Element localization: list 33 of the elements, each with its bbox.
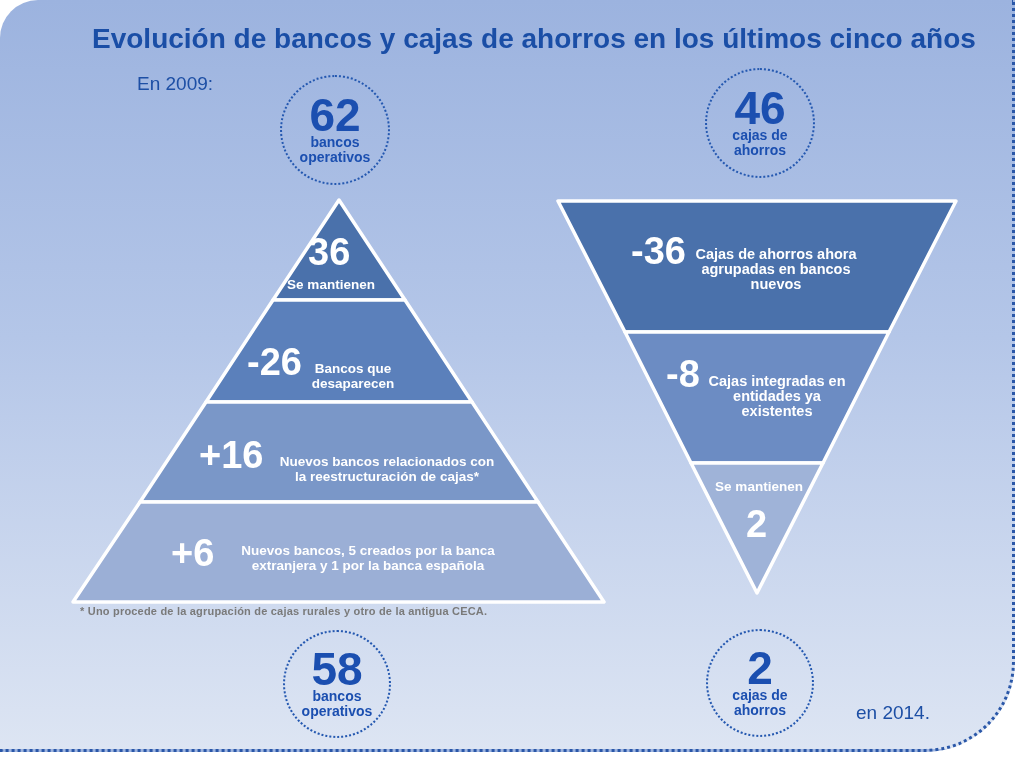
stat-number: +6 bbox=[171, 533, 215, 573]
stat-number: 62 bbox=[309, 95, 361, 135]
dotted-circle bbox=[705, 68, 815, 178]
stat-caption: cajas de ahorros bbox=[731, 128, 789, 158]
tier-description: Se mantienen bbox=[287, 277, 375, 292]
stat-number: +16 bbox=[199, 435, 264, 475]
tier-description: Se mantienen bbox=[715, 479, 803, 494]
tier-description: Cajas de ahorros ahora agrupadas en bancos nuevos bbox=[694, 247, 858, 292]
stat-number: 46 bbox=[734, 88, 786, 128]
funnel-tier bbox=[689, 461, 825, 595]
funnel-tier bbox=[556, 199, 958, 334]
stat-number: 2 bbox=[746, 504, 768, 544]
year-label: En 2009: bbox=[137, 73, 214, 95]
tier-description: Cajas integradas en entidades ya existentes bbox=[707, 374, 847, 419]
stat-caption: cajas de ahorros bbox=[731, 688, 789, 718]
dotted-circle bbox=[706, 629, 814, 737]
stat-number: -26 bbox=[247, 342, 302, 382]
tier-description: Nuevos bancos, 5 creados por la banca extranjera y 1 por la banca española bbox=[240, 543, 496, 573]
chart-title: Evolución de bancos y cajas de ahorros en los últimos cinco años bbox=[92, 23, 976, 55]
stat-number: -36 bbox=[631, 231, 686, 271]
stat-number: 2 bbox=[747, 648, 773, 688]
stat-number: -8 bbox=[666, 354, 700, 394]
footnote: * Uno procede de la agrupación de cajas rurales y otro de la antigua CECA. bbox=[80, 605, 488, 618]
tier-description: Bancos que desaparecen bbox=[310, 361, 396, 391]
year-label: en 2014. bbox=[856, 702, 930, 724]
dotted-circle bbox=[280, 75, 390, 185]
tier-description: Nuevos bancos relacionados con la reestructuración de cajas* bbox=[278, 454, 496, 484]
stat-caption: bancos operativos bbox=[300, 689, 374, 719]
dotted-circle bbox=[283, 630, 391, 738]
stat-number: 36 bbox=[308, 232, 351, 272]
stat-caption: bancos operativos bbox=[298, 135, 372, 165]
stat-number: 58 bbox=[311, 649, 363, 689]
funnel-tier bbox=[623, 330, 891, 465]
